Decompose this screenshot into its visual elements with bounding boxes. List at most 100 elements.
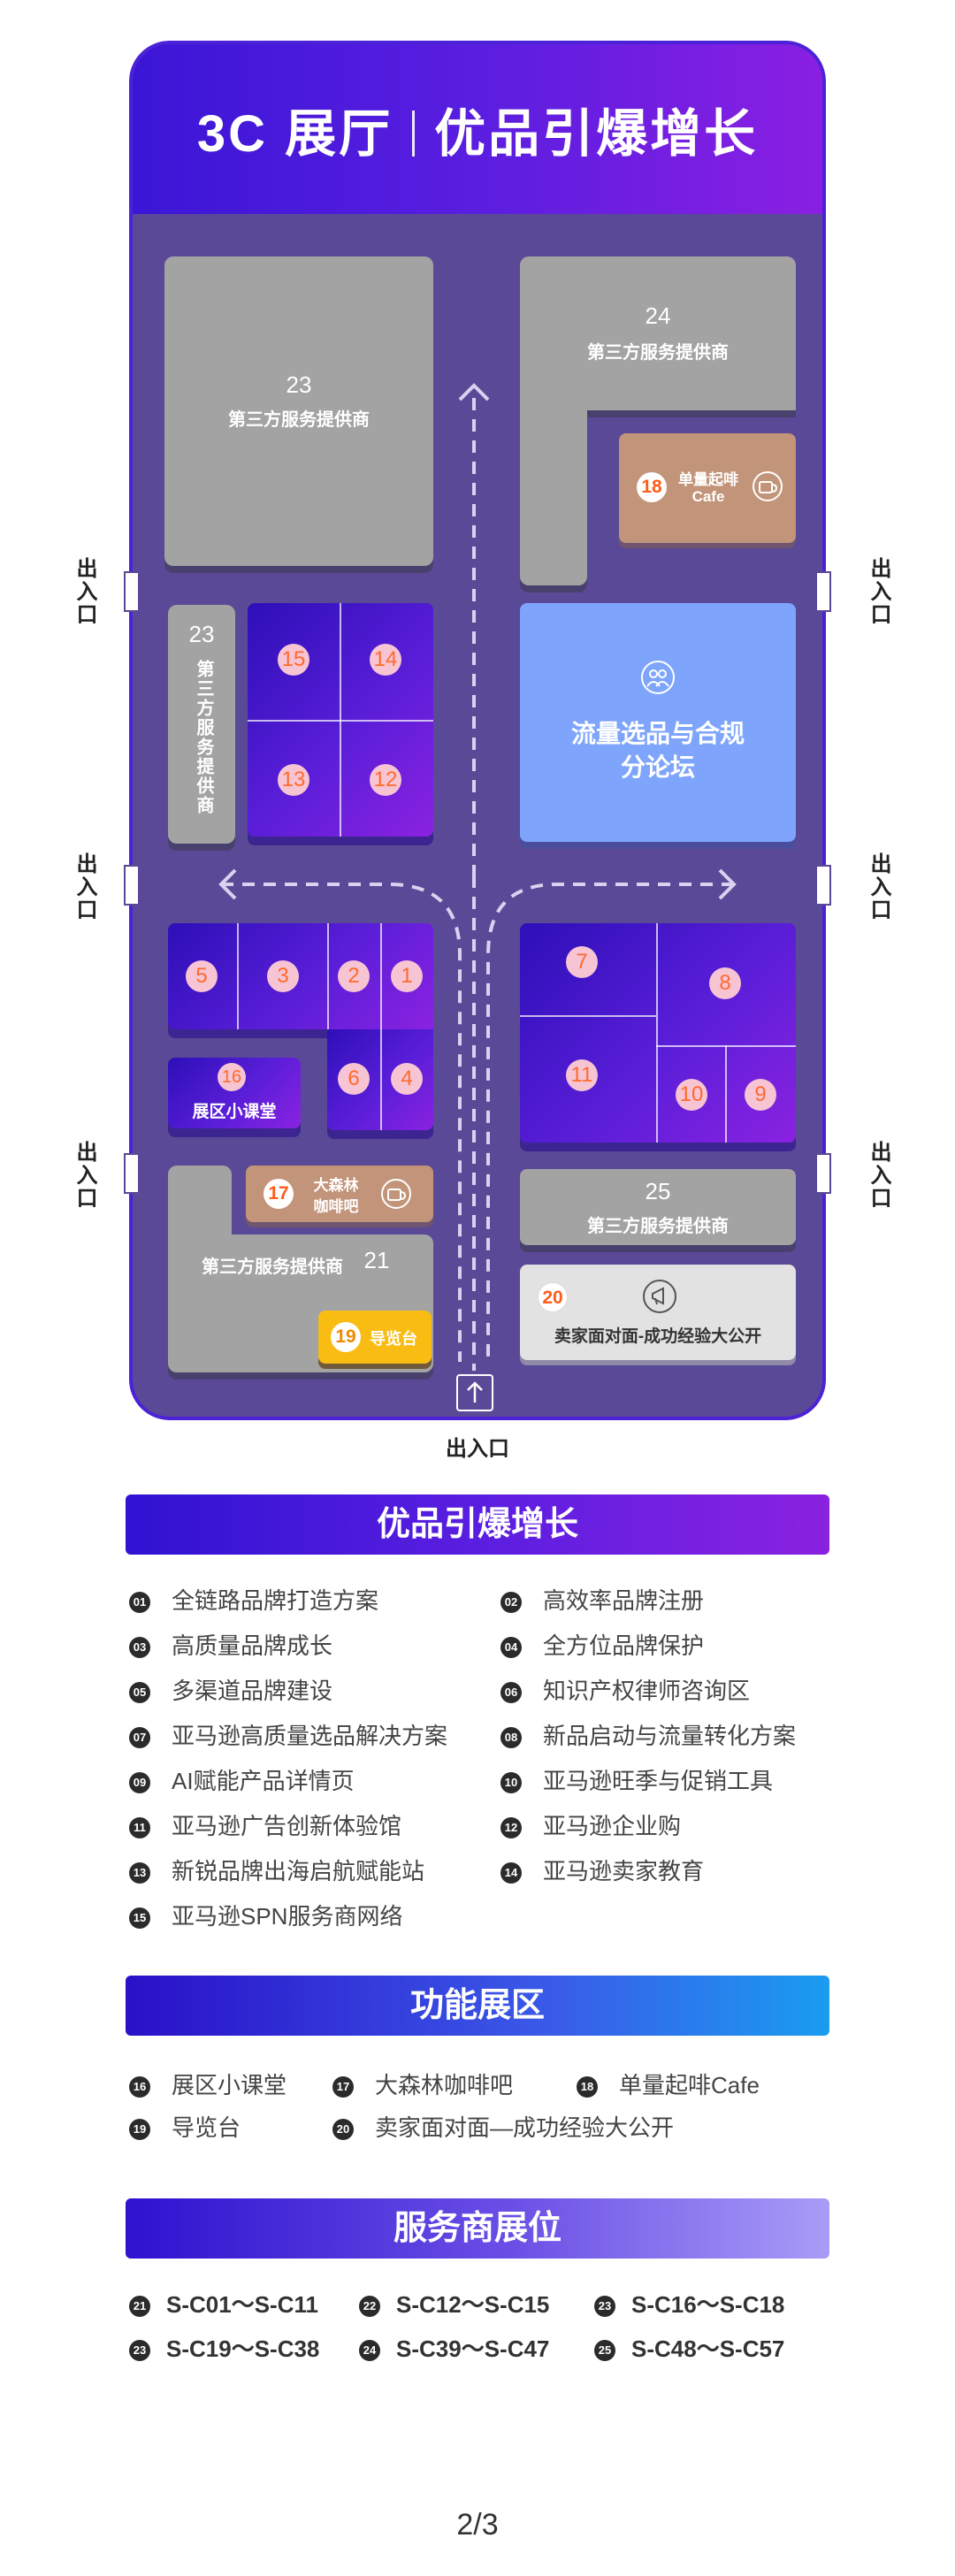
aisles [218,383,737,1371]
exit-label-bottom: 出入口 [446,1437,509,1461]
exit-left-2-icon [124,865,140,906]
booth-7[interactable]: 7 [566,946,598,978]
forum-title-1: 流量选品与合规 [570,720,745,747]
booth-2[interactable]: 2 [338,960,370,992]
divider [248,720,433,722]
booth-5[interactable]: 5 [186,960,218,992]
booth-6[interactable]: 6 [338,1063,370,1095]
zone-label: 展区小课堂 [192,1103,277,1121]
brand-section-banner: 优品引爆增长 [126,1494,829,1555]
booth-14[interactable]: 14 [370,644,401,676]
booths-12-15: 15 14 13 12 [248,603,433,837]
booth-11[interactable]: 11 [566,1059,598,1091]
zone-17-cafe[interactable]: 17 大森林 咖啡吧 [246,1166,433,1222]
booth-12[interactable]: 12 [370,764,401,796]
zone-label: 大森林 [313,1177,359,1194]
zone-number: 25 [645,1178,671,1204]
exit-label-left-2: 出入口 [73,852,96,921]
divider [380,1029,382,1130]
hall-title-left: 3C 展厅 [196,105,393,163]
booth-8[interactable]: 8 [709,967,741,999]
exit-label-right-3: 出入口 [867,1141,890,1210]
zone-25[interactable]: 25 第三方服务提供商 [520,1169,796,1245]
zone-21-leg [168,1166,232,1236]
hall-header [133,44,822,214]
zone-24[interactable]: 24 第三方服务提供商 [520,256,796,410]
coffee-icon [380,1178,412,1214]
divider [520,1015,656,1017]
booth-4[interactable]: 4 [391,1063,423,1095]
booth-1[interactable]: 1 [391,960,423,992]
booth-13[interactable]: 13 [278,764,309,796]
divider [656,923,658,1143]
exit-label-right-1: 出入口 [867,557,890,626]
zone-18-cafe[interactable]: 18 单量起啡 Cafe [619,433,796,543]
divider [725,1045,727,1143]
zone-label-en: Cafe [691,488,725,505]
zone-number: 18 [637,472,667,502]
booths-1-5: 5 3 2 1 [168,923,433,1135]
exit-label-right-2: 出入口 [867,852,890,921]
booth-10[interactable]: 10 [676,1079,707,1111]
zone-number: 21 [363,1247,390,1273]
booth-9[interactable]: 9 [745,1079,776,1111]
exit-label-left-1: 出入口 [73,557,96,626]
zone-20-meetup[interactable]: 20 卖家面对面-成功经验大公开 [520,1265,796,1360]
exit-bottom-icon[interactable] [456,1374,493,1411]
zone-23-side[interactable]: 23 第三方服务提供商 [168,605,235,844]
zone-number: 24 [645,302,671,329]
exit-left-1-icon [124,571,140,612]
zone-23-top[interactable]: 23 第三方服务提供商 [164,256,433,566]
page-number: 2/3 [456,2508,499,2542]
coffee-icon [752,470,783,507]
forum-title-2: 分论坛 [620,753,695,781]
booth-3[interactable]: 3 [267,960,299,992]
forum-zone[interactable]: 流量选品与合规 分论坛 [520,603,796,842]
hall-title-right: 优品引爆增长 [434,105,759,163]
hall-map: 3C 展厅优品引爆增长 23 第三方服务提供商 24 第三方服务提供商 18 单… [129,41,826,1420]
title-divider [412,111,416,157]
zone-label: 单量起啡 [678,471,738,488]
zone-label: 第三方服务提供商 [228,410,370,430]
divider [327,923,329,1029]
booth-15[interactable]: 15 [278,644,309,676]
exit-right-3-icon [815,1153,831,1194]
divider [237,923,239,1029]
zone-label: 第三方服务提供商 [202,1257,343,1277]
zone-number: 23 [188,621,215,647]
zone-16-classroom[interactable]: 16 展区小课堂 [168,1058,301,1128]
function-section-banner: 功能展区 [126,1976,829,2036]
zone-19-guide[interactable]: 19 导览台 [318,1311,432,1364]
exit-right-1-icon [815,571,831,612]
hall-title: 3C 展厅优品引爆增长 [133,92,822,166]
zone-label: 第三方服务提供商 [587,343,729,363]
service-section-banner: 服务商展位 [126,2198,829,2259]
exit-right-2-icon [815,865,831,906]
zone-number: 16 [218,1063,246,1091]
booths-7-11: 7 8 11 10 9 [520,923,796,1143]
booths-4-6: 6 4 [327,1029,433,1130]
